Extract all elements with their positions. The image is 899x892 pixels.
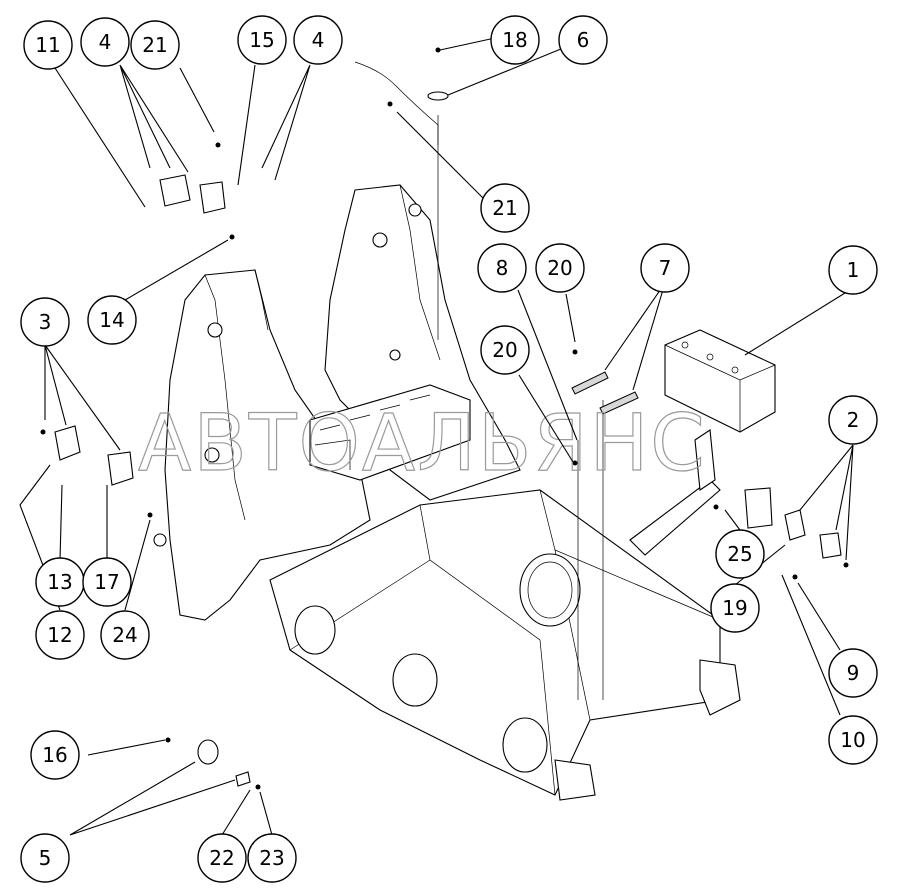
callout-circle: [30, 730, 80, 780]
callout-label: 18: [502, 28, 527, 52]
callout-label: 25: [727, 542, 752, 566]
callout-label: 13: [47, 570, 72, 594]
callout-15: 15: [237, 15, 287, 65]
callout-label: 8: [496, 256, 509, 280]
callout-16: 16: [30, 730, 80, 780]
callout-11: 11: [23, 20, 73, 70]
callout-4: 4: [80, 17, 130, 67]
callout-circle: [35, 610, 85, 660]
callout-label: 21: [142, 33, 167, 57]
callout-14: 14: [87, 295, 137, 345]
callout-label: 10: [840, 728, 865, 752]
callout-label: 21: [492, 196, 517, 220]
callout-23: 23: [247, 833, 297, 883]
callout-21: 21: [480, 183, 530, 233]
callout-circle: [293, 15, 343, 65]
callout-circle: [87, 295, 137, 345]
callout-circle: [490, 15, 540, 65]
callout-18: 18: [490, 15, 540, 65]
callout-22: 22: [197, 833, 247, 883]
callout-12: 12: [35, 610, 85, 660]
callout-19: 19: [710, 583, 760, 633]
callout-label: 4: [99, 30, 112, 54]
callout-circle: [247, 833, 297, 883]
main-frame: [153, 115, 741, 801]
callout-circle: [535, 243, 585, 293]
callout-label: 20: [547, 256, 572, 280]
callout-5: 5: [20, 833, 70, 883]
callout-label: 14: [99, 308, 124, 332]
callout-25: 25: [715, 529, 765, 579]
callout-label: 1: [847, 258, 860, 282]
callout-label: 19: [722, 596, 747, 620]
watermark-text: АВТОАЛЬЯНС: [138, 399, 707, 489]
callout-circle: [20, 833, 70, 883]
callout-circle: [477, 243, 527, 293]
callout-circle: [23, 20, 73, 70]
callout-20: 20: [480, 325, 530, 375]
callout-label: 2: [847, 408, 860, 432]
callout-7: 7: [640, 243, 690, 293]
callout-6: 6: [558, 15, 608, 65]
callout-circle: [828, 715, 878, 765]
callout-13: 13: [35, 557, 85, 607]
callout-label: 9: [847, 661, 860, 685]
callout-circle: [100, 610, 150, 660]
callout-8: 8: [477, 243, 527, 293]
callout-circle: [80, 17, 130, 67]
callout-label: 3: [39, 310, 52, 334]
callout-20: 20: [535, 243, 585, 293]
callout-label: 16: [42, 743, 67, 767]
callout-circle: [197, 833, 247, 883]
callout-label: 7: [659, 256, 672, 280]
callout-21: 21: [130, 20, 180, 70]
callout-label: 6: [577, 28, 590, 52]
callout-circle: [20, 297, 70, 347]
callout-label: 20: [492, 338, 517, 362]
callout-label: 15: [249, 28, 274, 52]
callout-1: 1: [828, 245, 878, 295]
callout-17: 17: [82, 557, 132, 607]
callout-circle: [715, 529, 765, 579]
callout-circle: [480, 325, 530, 375]
loose-parts: [40, 47, 849, 790]
callout-label: 24: [112, 623, 137, 647]
callout-circle: [237, 15, 287, 65]
callout-24: 24: [100, 610, 150, 660]
callout-label: 23: [259, 846, 284, 870]
callout-label: 22: [209, 846, 234, 870]
leader-lines: [19, 37, 854, 836]
callout-10: 10: [828, 715, 878, 765]
callout-circle: [828, 395, 878, 445]
callout-circle: [828, 648, 878, 698]
callout-circle: [480, 183, 530, 233]
callout-circle: [130, 20, 180, 70]
callout-circle: [558, 15, 608, 65]
callout-label: 11: [35, 33, 60, 57]
callout-3: 3: [20, 297, 70, 347]
callout-4: 4: [293, 15, 343, 65]
callout-label: 4: [312, 28, 325, 52]
callout-label: 12: [47, 623, 72, 647]
callout-circle: [828, 245, 878, 295]
callout-label: 17: [94, 570, 119, 594]
callout-circle: [82, 557, 132, 607]
callout-label: 5: [39, 846, 52, 870]
callout-circle: [710, 583, 760, 633]
callout-circle: [640, 243, 690, 293]
callout-9: 9: [828, 648, 878, 698]
callout-2: 2: [828, 395, 878, 445]
